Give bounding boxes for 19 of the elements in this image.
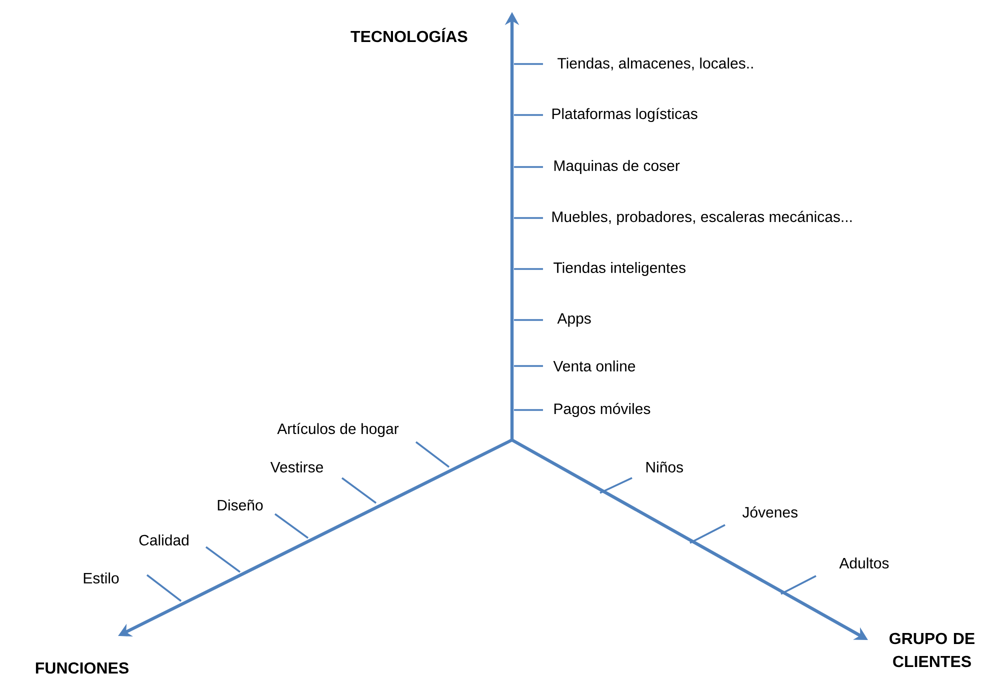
axis-label: Muebles, probadores, escaleras mecánicas...	[552, 210, 852, 226]
axis-label: Venta online	[553, 360, 636, 372]
axis-title: FUNCIONES	[36, 662, 128, 674]
axis-label: Jóvenes	[742, 506, 798, 518]
axis-label: Diseño	[218, 499, 263, 510]
axis-label: Adultos	[839, 557, 889, 568]
axis-label: Plataformas logísticas	[552, 108, 698, 122]
axis-label: Pagos móviles	[554, 402, 650, 418]
axis-label: Calidad	[139, 534, 188, 546]
axis-label: Tiendas inteligentes	[554, 262, 686, 276]
axis-label: Maquinas de coser	[554, 160, 680, 174]
axis-label: Estilo	[84, 572, 119, 584]
axis-title: TECNOLOGÍAS	[350, 28, 468, 42]
axis-label: Artículos de hogar	[277, 422, 399, 438]
axis-label: Tiendas, almacenes, locales..	[558, 58, 753, 70]
axis-label: Niños	[646, 461, 683, 472]
axis-title: GRUPO DE CLIENTES	[890, 632, 974, 668]
axis-label: Vestirse	[270, 461, 324, 472]
axis-label: Apps	[557, 313, 591, 327]
